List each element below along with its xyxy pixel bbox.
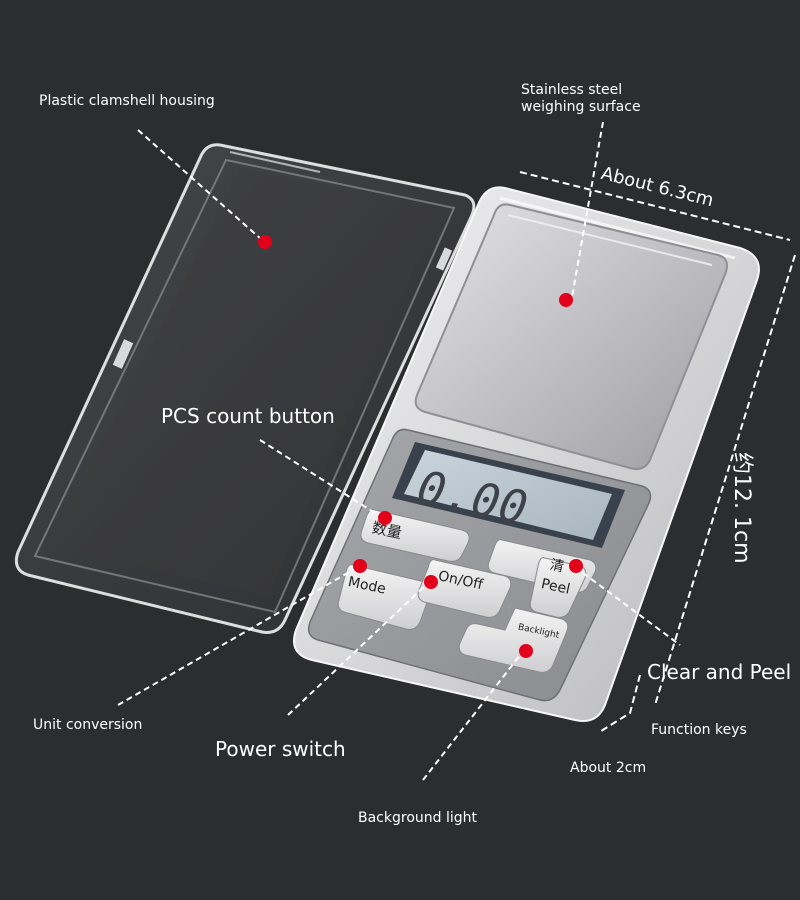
marker-pcs bbox=[378, 511, 392, 525]
leader-onoff bbox=[287, 582, 429, 716]
label-length: 约12. 1cm bbox=[729, 452, 754, 564]
marker-steel bbox=[559, 293, 573, 307]
dim-depth bbox=[597, 674, 641, 734]
label-power-switch: Power switch bbox=[215, 737, 346, 761]
marker-peel bbox=[569, 559, 583, 573]
key-peel[interactable]: 清 Peel bbox=[529, 557, 587, 618]
label-housing: Plastic clamshell housing bbox=[39, 93, 215, 109]
leader-pcs bbox=[259, 439, 379, 516]
dimension-lines bbox=[519, 171, 796, 734]
label-unit-conversion: Unit conversion bbox=[33, 717, 143, 733]
label-pcs: PCS count button bbox=[161, 404, 335, 428]
label-steel-line2: weighing surface bbox=[521, 99, 641, 115]
red-markers bbox=[258, 235, 583, 658]
leader-peel bbox=[574, 566, 681, 646]
label-clear-peel: Clear and Peel bbox=[647, 660, 792, 684]
marker-onoff bbox=[424, 575, 438, 589]
marker-mode bbox=[353, 559, 367, 573]
key-mode-label: Mode bbox=[347, 574, 388, 598]
weighing-surface bbox=[414, 203, 728, 470]
leader-mode bbox=[117, 566, 359, 706]
key-peel-label: Peel bbox=[540, 576, 572, 598]
clamshell-lid bbox=[14, 143, 476, 634]
key-onoff[interactable]: On/Off bbox=[417, 559, 512, 618]
key-mode[interactable]: Mode bbox=[337, 564, 432, 630]
marker-housing bbox=[258, 235, 272, 249]
leader-lines bbox=[117, 121, 681, 781]
label-background-light: Background light bbox=[358, 810, 477, 826]
leader-backlight bbox=[422, 649, 525, 781]
key-backlight[interactable]: Backlight bbox=[458, 607, 569, 673]
label-about-2cm: About 2cm bbox=[570, 760, 647, 776]
label-steel-line1: Stainless steel bbox=[521, 82, 623, 98]
leader-housing bbox=[137, 129, 263, 241]
marker-backlight bbox=[519, 644, 533, 658]
dim-length bbox=[654, 254, 796, 706]
key-clear-char: 清 bbox=[548, 557, 565, 576]
key-count-label: 数量 bbox=[370, 518, 403, 542]
dim-width bbox=[519, 171, 791, 241]
label-function-keys: Function keys bbox=[651, 722, 747, 738]
lcd-display: 0.00 bbox=[392, 442, 625, 548]
